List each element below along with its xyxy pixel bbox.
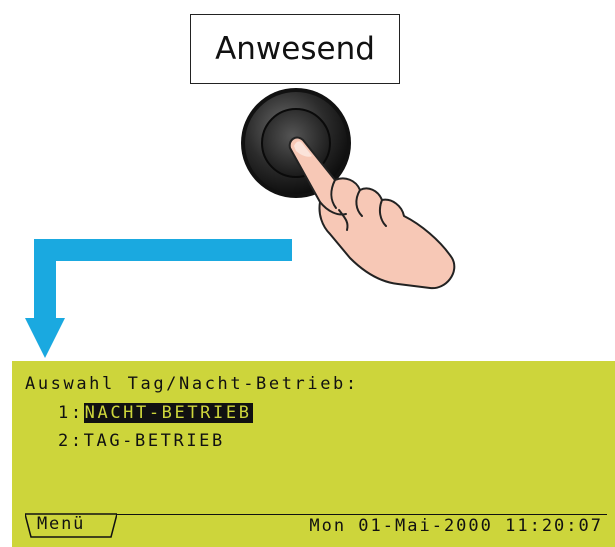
status-line <box>117 514 607 515</box>
pressing-hand-icon <box>288 136 456 290</box>
menu-softkey[interactable]: Menü <box>25 512 117 538</box>
menu-softkey-label: Menü <box>37 514 86 534</box>
softkey-tab-outline <box>25 513 117 538</box>
illustration <box>25 88 456 358</box>
anwesend-label-text: Anwesend <box>215 31 375 67</box>
menu-option-nacht-betrieb[interactable]: 1:NACHT-BETRIEB <box>58 402 253 424</box>
option-number: 1: <box>58 403 84 423</box>
option-label: TAG-BETRIEB <box>83 431 225 451</box>
menu-option-tag-betrieb[interactable]: 2:TAG-BETRIEB <box>58 430 225 452</box>
display-title: Auswahl Tag/Nacht-Betrieb: <box>25 374 359 394</box>
datetime-readout: Mon 01-Mai-2000 11:20:07 <box>309 516 603 536</box>
anwesend-label: Anwesend <box>190 14 400 84</box>
flow-arrow <box>25 239 292 358</box>
option-number: 2: <box>58 431 84 451</box>
option-label-selected: NACHT-BETRIEB <box>83 403 253 423</box>
lcd-display: Auswahl Tag/Nacht-Betrieb: 1:NACHT-BETRI… <box>12 361 615 547</box>
